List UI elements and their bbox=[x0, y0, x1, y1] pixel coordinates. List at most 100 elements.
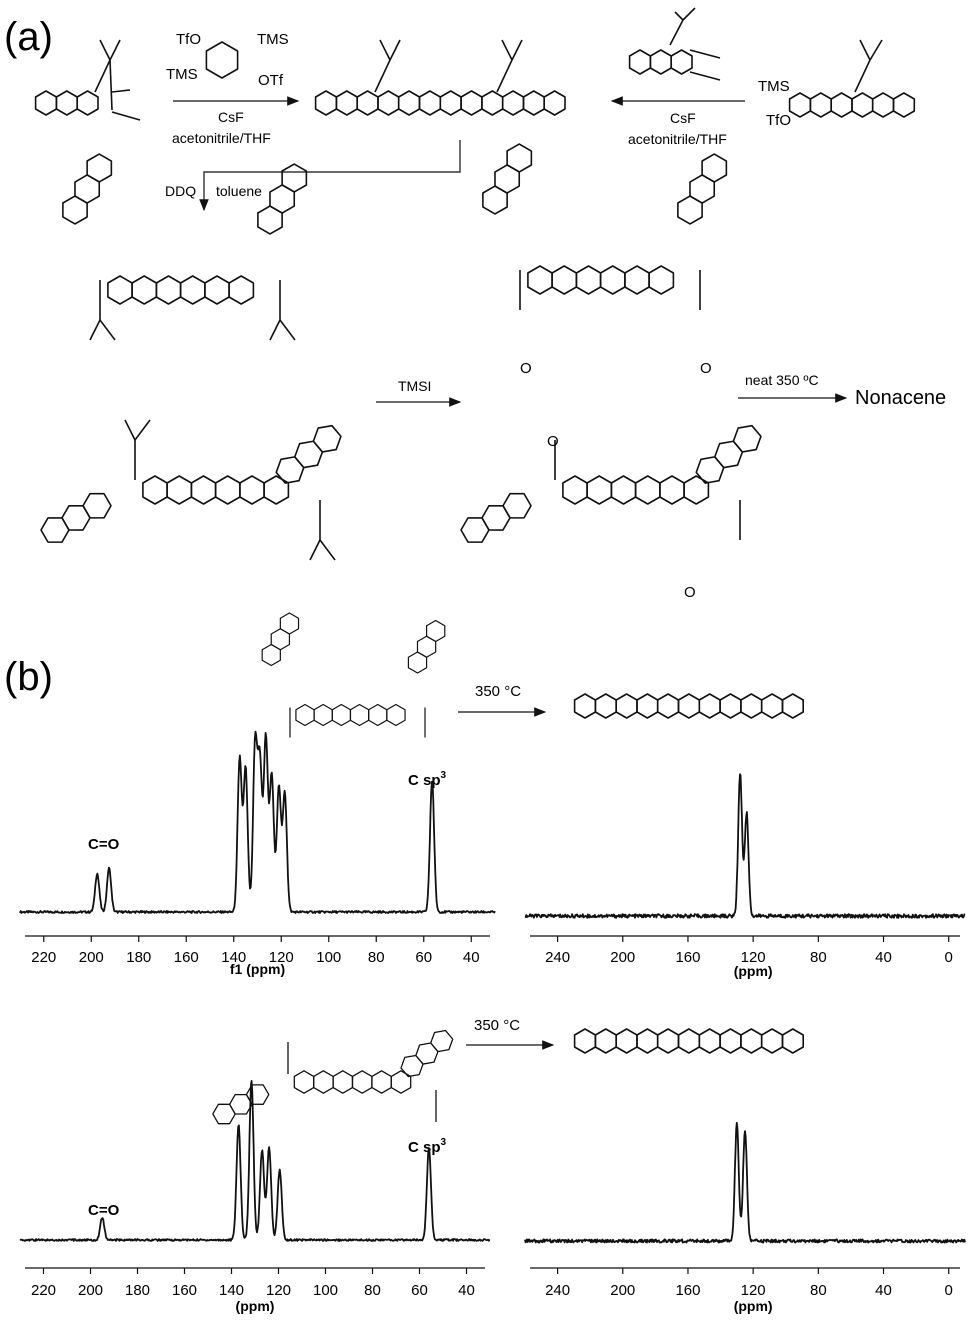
spectrum-bottom-right-trace bbox=[524, 1121, 966, 1244]
label-csp3-bottom: C sp3 bbox=[408, 1137, 447, 1156]
molecule-bis-adduct bbox=[314, 39, 566, 116]
anti-right-arm-ring bbox=[400, 1054, 424, 1078]
bridge-bond bbox=[109, 59, 113, 111]
diene-left-ring bbox=[34, 90, 58, 116]
cond-toluene: toluene bbox=[216, 183, 262, 199]
nonacene-bottom-ring bbox=[740, 1028, 763, 1054]
syn-left-arm-group bbox=[261, 612, 300, 667]
adduct-ring bbox=[543, 90, 566, 116]
spectrum-top-right-tick-label: 200 bbox=[610, 949, 635, 966]
nonacene-top-ring bbox=[656, 693, 680, 719]
nonacene-bottom-ring bbox=[615, 1028, 638, 1054]
diene-right-ring bbox=[628, 49, 652, 75]
syn-core-ring bbox=[648, 265, 675, 295]
anti-core-ring bbox=[562, 475, 588, 505]
anti-left-arm-ring bbox=[61, 504, 91, 531]
syn-core-ring bbox=[386, 703, 406, 727]
spectrum-bottom-right-tick-label: 200 bbox=[610, 1282, 635, 1299]
spectrum-top-right-trace bbox=[524, 773, 966, 919]
nonacene-top-ring bbox=[698, 693, 721, 719]
spectrum-top-left-tick-label: 60 bbox=[415, 949, 432, 966]
diene-left-ring bbox=[55, 90, 78, 116]
aryne-right-ring bbox=[788, 92, 812, 118]
anti-right-arm-ring bbox=[732, 424, 762, 453]
nonacene-bottom-ring bbox=[636, 1028, 659, 1054]
reagent-tms-label: TMS bbox=[257, 31, 289, 48]
syn-core-ring bbox=[179, 275, 206, 305]
ome-bond bbox=[379, 39, 391, 61]
molecule-ketone-anti bbox=[460, 424, 762, 543]
syn-left-arm-ring bbox=[74, 174, 101, 204]
nonacene-bottom-ring bbox=[573, 1028, 597, 1054]
diene-right-ring bbox=[649, 49, 673, 75]
ketone-o-3: O bbox=[547, 433, 559, 450]
spectrum-top-right-tick-label: 240 bbox=[545, 949, 570, 966]
syn-core-ring bbox=[228, 275, 255, 305]
anti-right-arm-ring bbox=[713, 440, 744, 469]
anti-core-ring bbox=[586, 475, 613, 505]
spectrum-bottom-left-tick-label: 100 bbox=[313, 1282, 338, 1299]
nonacene-bottom-ring bbox=[594, 1028, 618, 1054]
adduct-ring bbox=[397, 90, 421, 116]
reagent-otf-label: TfO bbox=[176, 31, 201, 48]
syn-right-arm-ring bbox=[269, 184, 296, 214]
reagent-ring bbox=[205, 41, 239, 79]
ome-bond bbox=[319, 539, 336, 561]
nonacene-top-ring bbox=[760, 693, 784, 719]
syn-left-arm-ring bbox=[270, 628, 291, 651]
syn-core-ring bbox=[204, 275, 230, 305]
adduct-ring bbox=[460, 90, 483, 116]
syn-right-arm-ring bbox=[416, 635, 437, 658]
spectrum-bottom-right-tick-label: 80 bbox=[810, 1282, 827, 1299]
anti-left-arm-ring bbox=[212, 1103, 236, 1125]
anti-right-arm-ring bbox=[275, 456, 305, 484]
ome-bond bbox=[99, 319, 116, 341]
cond-solvent-left: acetonitrile/THF bbox=[172, 130, 271, 146]
exo-methylene bbox=[689, 71, 721, 81]
spectrum-top-left-tick-label: 200 bbox=[79, 949, 104, 966]
ome-bond bbox=[674, 11, 684, 21]
anti-right-arm-ring bbox=[695, 456, 725, 484]
anti-core-ring bbox=[313, 1070, 334, 1094]
spectrum-top-right-tick-label: 160 bbox=[675, 949, 700, 966]
syn-core-ring bbox=[575, 265, 602, 295]
syn-right-arm-group bbox=[677, 153, 728, 225]
ome-bond bbox=[89, 319, 101, 341]
molecule-ketone-anti-small bbox=[212, 1029, 454, 1125]
adduct-ring bbox=[314, 90, 338, 116]
spectrum-top-left-trace bbox=[19, 730, 496, 914]
syn-core-ring bbox=[368, 703, 388, 727]
aryne-right-ring bbox=[830, 92, 853, 118]
anti-core-ring bbox=[214, 475, 241, 505]
ome-bond bbox=[309, 539, 321, 561]
nonacene-bottom-ring bbox=[677, 1028, 701, 1054]
ome-bond bbox=[269, 319, 281, 341]
molecule-nonacene-bottom bbox=[573, 1028, 805, 1054]
syn-left-arm-ring bbox=[62, 195, 88, 225]
anti-core-ring bbox=[142, 475, 168, 505]
molecule-ketone-syn bbox=[482, 143, 728, 310]
ddq-arrow bbox=[199, 140, 461, 212]
anti-right-arm-group bbox=[695, 424, 762, 484]
syn-left-arm-ring bbox=[86, 153, 113, 183]
anti-core-ring bbox=[293, 1070, 315, 1094]
bridge-bond bbox=[374, 59, 391, 93]
spectrum-bottom-left-tick-label: 180 bbox=[125, 1282, 150, 1299]
cond-tmsi: TMSI bbox=[398, 378, 431, 394]
reagent-tms2-label: TMS bbox=[166, 66, 198, 83]
syn-core-ring bbox=[551, 265, 578, 295]
anti-core-ring bbox=[634, 475, 661, 505]
anti-core-ring bbox=[239, 475, 265, 505]
spectrum-bottom-left-tick-label: 140 bbox=[219, 1282, 244, 1299]
diene-left-ring bbox=[76, 90, 99, 116]
ome-bond bbox=[279, 319, 296, 341]
arrow-350-top-label: 350 °C bbox=[475, 683, 521, 700]
adduct-ring bbox=[377, 90, 400, 116]
spectrum-top-left-tick-label: 100 bbox=[316, 949, 341, 966]
anti-right-arm-ring bbox=[430, 1029, 454, 1053]
label-co-top: C=O bbox=[88, 836, 120, 853]
adduct-ring bbox=[501, 90, 525, 116]
adduct-ring bbox=[481, 90, 504, 116]
spectrum-top-right-tick-label: 80 bbox=[810, 949, 827, 966]
